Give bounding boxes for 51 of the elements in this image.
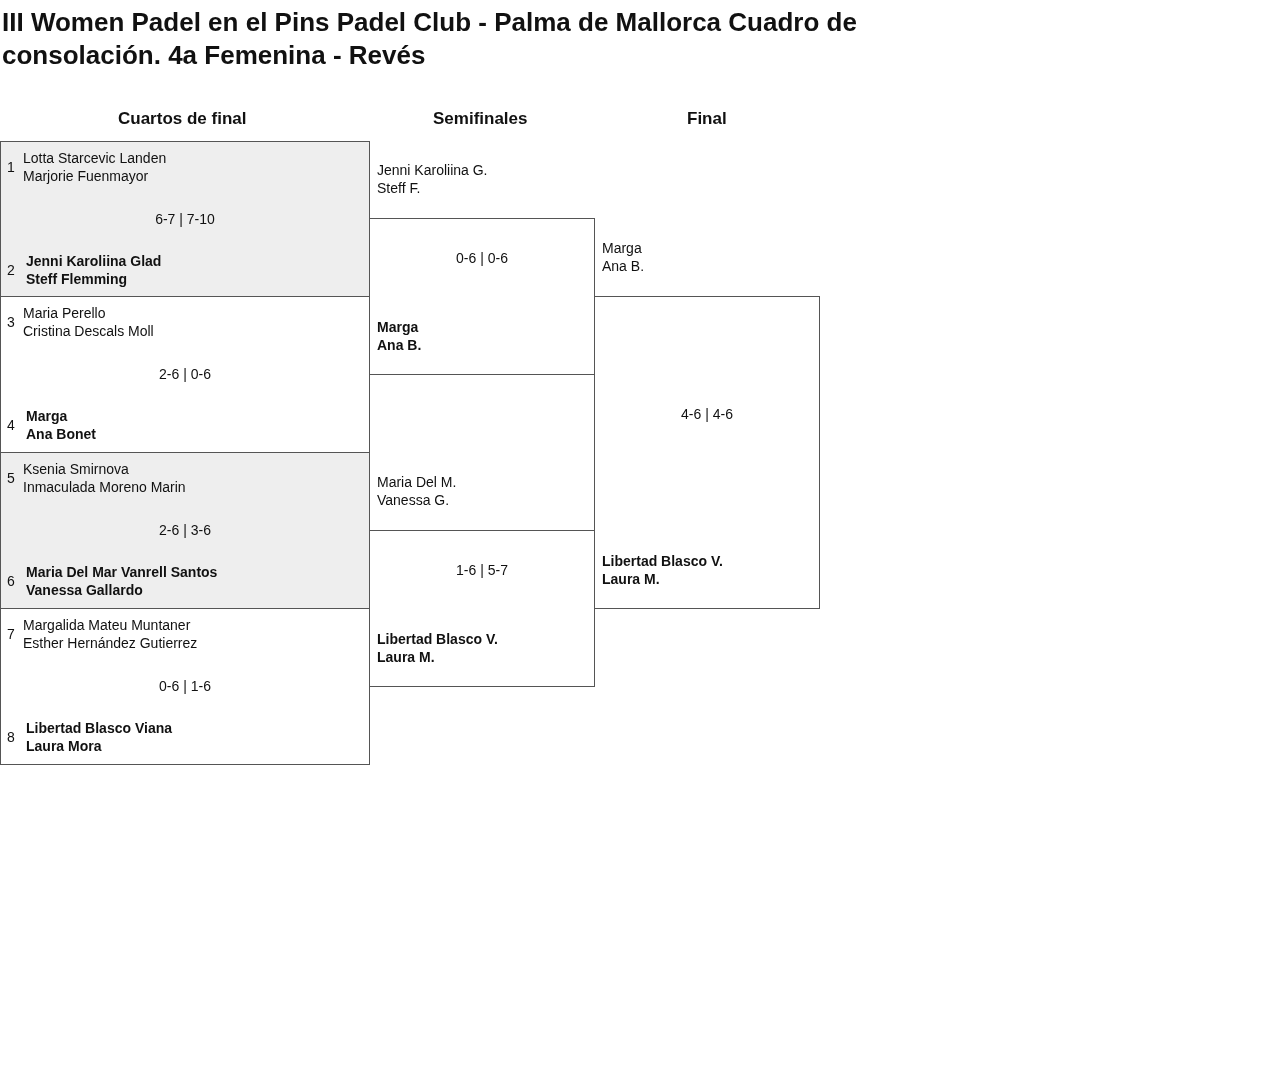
seed-number: 1: [7, 158, 15, 176]
player-name: Libertad Blasco V.: [602, 552, 723, 570]
match-score: 2-6 | 0-6: [158, 365, 212, 383]
player-name: Vanessa Gallardo: [26, 581, 143, 599]
round-heading: Semifinales: [433, 109, 528, 129]
player-name: Jenni Karoliina G.: [377, 161, 488, 179]
match-score: 1-6 | 5-7: [455, 561, 509, 579]
player-name: Marga: [26, 407, 68, 425]
seed-number: 3: [7, 313, 15, 331]
match-score: 0-6 | 1-6: [158, 677, 212, 695]
match-score: 2-6 | 3-6: [158, 521, 212, 539]
player-name: Maria Del Mar Vanrell Santos: [26, 563, 218, 581]
match-score: 0-6 | 0-6: [455, 249, 509, 267]
match-box: [0, 141, 370, 297]
seed-number: 2: [7, 261, 15, 279]
player-name: Margalida Mateu Muntaner: [23, 616, 191, 634]
player-name: Esther Hernández Gutierrez: [23, 634, 198, 652]
player-name: Vanessa G.: [377, 491, 450, 509]
player-name: Inmaculada Moreno Marin: [23, 478, 186, 496]
player-name: Steff F.: [377, 179, 421, 197]
player-name: Laura Mora: [26, 737, 102, 755]
seed-number: 5: [7, 469, 15, 487]
player-name: Ana Bonet: [26, 425, 96, 443]
player-name: Cristina Descals Moll: [23, 322, 154, 340]
match-box: [0, 296, 370, 453]
player-name: Ana B.: [602, 257, 645, 275]
seed-number: 4: [7, 416, 15, 434]
match-score: 4-6 | 4-6: [680, 405, 734, 423]
seed-number: 8: [7, 728, 15, 746]
player-name: Maria Perello: [23, 304, 106, 322]
match-box: [0, 608, 370, 765]
player-name: Libertad Blasco V.: [377, 630, 498, 648]
player-name: Laura M.: [377, 648, 435, 666]
seed-number: 7: [7, 625, 15, 643]
player-name: Steff Flemming: [26, 270, 128, 288]
player-name: Maria Del M.: [377, 473, 457, 491]
seed-number: 6: [7, 572, 15, 590]
player-name: Ksenia Smirnova: [23, 460, 129, 478]
player-name: Libertad Blasco Viana: [26, 719, 172, 737]
player-name: Ana B.: [377, 336, 422, 354]
player-name: Lotta Starcevic Landen: [23, 149, 167, 167]
page-title: III Women Padel en el Pins Padel Club - Palma de Mallorca Cuadro de consolación. 4a Femenina - Revés: [2, 6, 858, 72]
player-name: Marga: [602, 239, 642, 257]
match-score: 6-7 | 7-10: [154, 210, 216, 228]
player-name: Marjorie Fuenmayor: [23, 167, 149, 185]
round-heading: Final: [687, 109, 727, 129]
player-name: Marga: [377, 318, 419, 336]
player-name: Jenni Karoliina Glad: [26, 252, 162, 270]
player-name: Laura M.: [602, 570, 660, 588]
round-heading: Cuartos de final: [118, 109, 247, 129]
match-box: [0, 452, 370, 609]
